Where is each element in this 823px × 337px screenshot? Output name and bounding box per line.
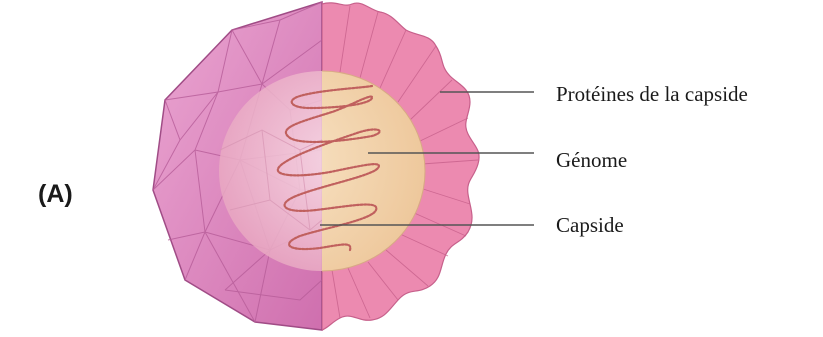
panel-label: (A) — [38, 180, 73, 209]
label-capsid-proteins: Protéines de la capside — [556, 82, 748, 107]
label-genome: Génome — [556, 148, 627, 173]
label-capsid: Capside — [556, 213, 624, 238]
